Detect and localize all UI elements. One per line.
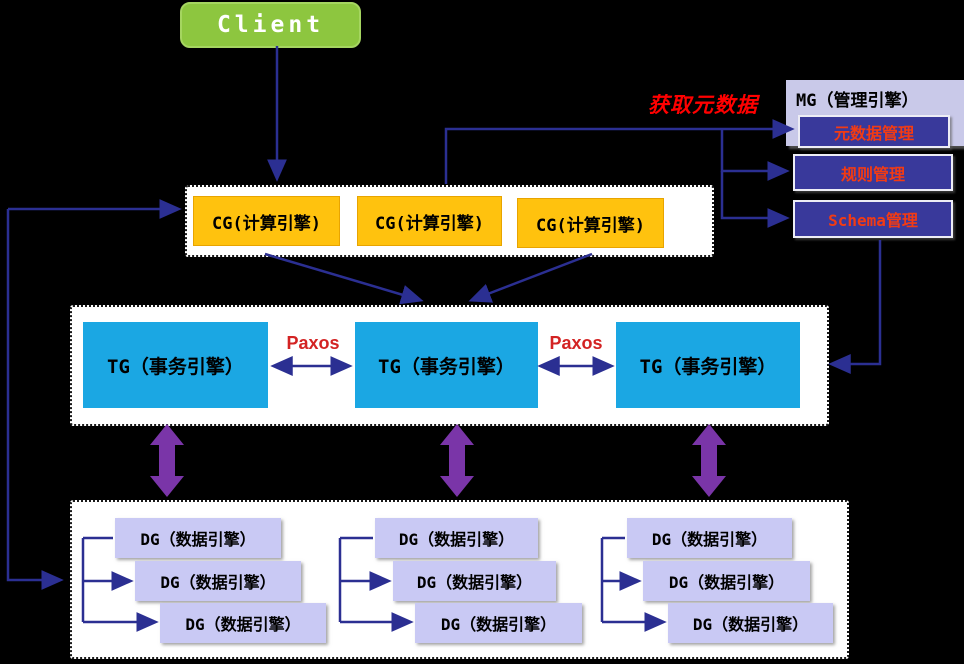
dg-box-2-3: DG（数据引擎） (415, 603, 582, 643)
purple-double-arrow-3 (692, 424, 726, 497)
arrow-cg-to-metadata (444, 119, 795, 184)
purple-double-arrow-2 (440, 424, 474, 497)
mg-item-schema: Schema管理 (793, 200, 953, 238)
dg-box-1-3: DG（数据引擎） (160, 603, 326, 643)
dg-box-1-2: DG（数据引擎） (135, 561, 301, 601)
get-metadata-label: 获取元数据 (648, 92, 758, 117)
cg-box-3: CG(计算引擎) (517, 198, 664, 248)
client-box: Client (180, 2, 361, 48)
arrow-branch-to-rules (720, 129, 790, 181)
mg-item-rules: 规则管理 (793, 154, 953, 191)
paxos-label-2: Paxos (549, 333, 603, 353)
dg-box-3-2: DG（数据引擎） (643, 561, 810, 601)
mg-item-metadata: 元数据管理 (798, 115, 950, 148)
dg-box-3-3: DG（数据引擎） (668, 603, 833, 643)
cg-box-1: CG(计算引擎) (193, 196, 340, 246)
tg-box-2: TG（事务引擎） (355, 322, 538, 408)
arrow-branch-to-schema (720, 171, 790, 228)
arrow-left-to-dg (6, 209, 64, 590)
arrow-cg3-to-tg (468, 252, 593, 303)
dg-box-2-1: DG（数据引擎） (375, 518, 538, 558)
dg-box-3-1: DG（数据引擎） (627, 518, 792, 558)
purple-double-arrow-1 (150, 424, 184, 497)
tg-box-1: TG（事务引擎） (83, 322, 268, 408)
cg-box-2: CG(计算引擎) (357, 196, 502, 246)
tg-box-3: TG（事务引擎） (616, 322, 800, 408)
dg-box-2-2: DG（数据引擎） (393, 561, 556, 601)
arrow-schema-to-tg (828, 240, 882, 374)
tg-dg-double-arrows (150, 424, 726, 497)
dg-box-1-1: DG（数据引擎） (115, 518, 281, 558)
arrow-cg1-to-tg (264, 252, 424, 305)
paxos-label-1: Paxos (286, 333, 340, 353)
